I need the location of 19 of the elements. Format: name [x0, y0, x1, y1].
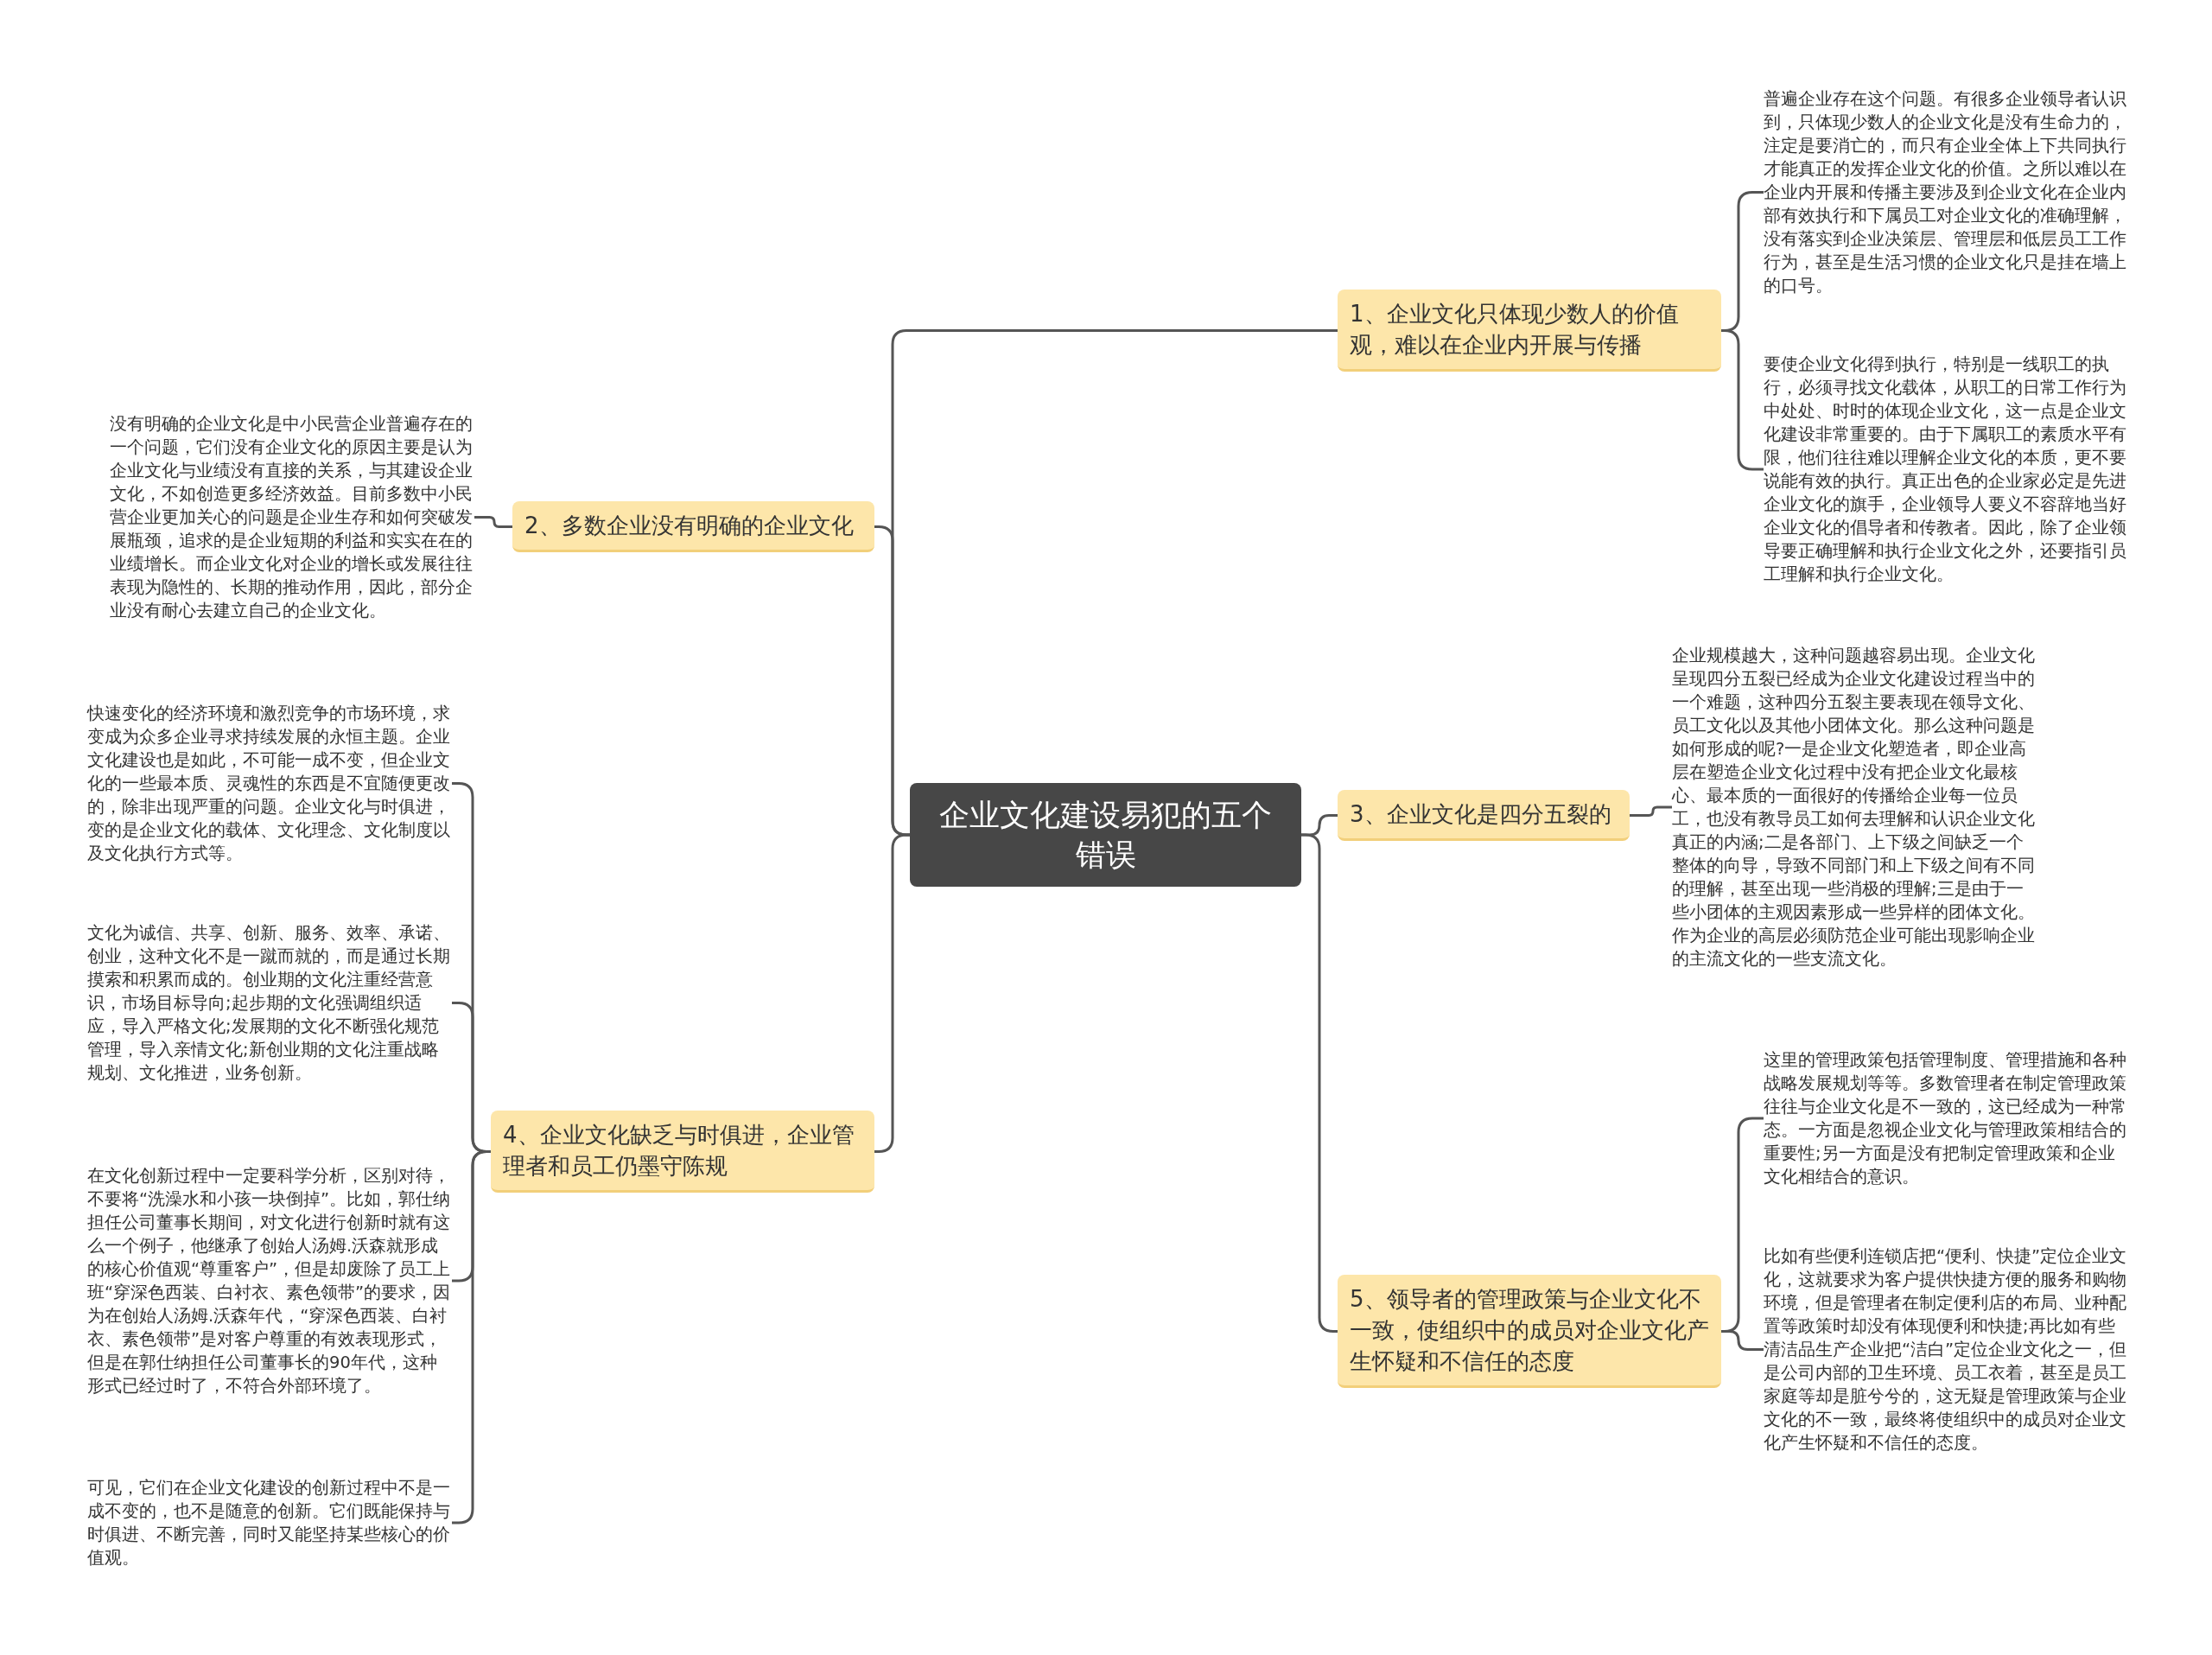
note-text: 比如有些便利连锁店把“便利、快捷”定位企业文化，这就要求为客户提供快捷方便的服务和购物环境，但是管理者在制定便利店的布局、业种配置等政策时却没有体现便利和快捷;再比如有些清洁品生产企业把“洁白”定位企业文化之一，但是公司内部的卫生环境、员工衣着，甚至是员工家庭等却是脏兮兮的，这无疑是管理政策与企业文化的不一致，最终将使组织中的成员对企业文化产生怀疑和不信任的态度。	[1764, 1244, 2127, 1454]
note-text: 文化为诚信、共享、创新、服务、效率、承诺、创业，这种文化不是一蹴而就的，而是通过长期摸索和积累而成的。创业期的文化注重经营意识，市场目标导向;起步期的文化强调组织适应，导入严格文化;发展期的文化不断强化规范管理，导入亲情文化;新创业期的文化注重战略规划、文化推进，业务创新。	[87, 921, 452, 1085]
topic-box: 2、多数企业没有明确的企业文化	[512, 501, 874, 552]
topic-box: 5、领导者的管理政策与企业文化不一致，使组织中的成员对企业文化产生怀疑和不信任的态度	[1338, 1275, 1721, 1388]
note-text: 快速变化的经济环境和激烈竞争的市场环境，求变成为众多企业寻求持续发展的永恒主题。企业文化建设也是如此，不可能一成不变，但企业文化的一些最本质、灵魂性的东西是不宜随便更改的，除非出现严重的问题。企业文化与时俱进，变的是企业文化的载体、文化理念、文化制度以及文化执行方式等。	[87, 702, 452, 865]
note-text: 可见，它们在企业文化建设的创新过程中不是一成不变的，也不是随意的创新。它们既能保持与时俱进、不断完善，同时又能坚持某些核心的价值观。	[87, 1476, 452, 1569]
topic-box: 3、企业文化是四分五裂的	[1338, 790, 1630, 841]
note-text: 在文化创新过程中一定要科学分析，区别对待，不要将“洗澡水和小孩一块倒掉”。比如，郭仕纳担任公司董事长期间，对文化进行创新时就有这么一个例子，他继承了创始人汤姆.沃森就形成的核心价值观“尊重客户”，但是却废除了员工上班“穿深色西装、白衬衣、素色领带”的要求，因为在创始人汤姆.沃森年代，“穿深色西装、白衬衣、素色领带”是对客户尊重的有效表现形式，但是在郭仕纳担任公司董事长的90年代，这种形式已经过时了，不符合外部环境了。	[87, 1164, 452, 1397]
note-text: 要使企业文化得到执行，特别是一线职工的执行，必须寻找文化载体，从职工的日常工作行为中处处、时时的体现企业文化，这一点是企业文化建设非常重要的。由于下属职工的素质水平有限，他们往往难以理解企业文化的本质，更不要说能有效的执行。真正出色的企业家必定是先进企业文化的旗手，企业领导人要义不容辞地当好企业文化的倡导者和传教者。因此，除了企业领导要正确理解和执行企业文化之外，还要指引员工理解和执行企业文化。	[1764, 353, 2127, 586]
note-text: 这里的管理政策包括管理制度、管理措施和各种战略发展规划等等。多数管理者在制定管理政策往往与企业文化是不一致的，这已经成为一种常态。一方面是忽视企业文化与管理政策相结合的重要性;另一方面是没有把制定管理政策和企业文化相结合的意识。	[1764, 1048, 2127, 1188]
connector-line	[1630, 805, 1672, 817]
central-topic-box: 企业文化建设易犯的五个错误	[910, 783, 1301, 887]
connector-line	[1721, 1330, 1764, 1351]
connector-line	[474, 516, 512, 528]
note-text: 普遍企业存在这个问题。有很多企业领导者认识到，只体现少数人的企业文化是没有生命力的，注定是要消亡的，而只有企业全体上下共同执行才能真正的发挥企业文化的价值。之所以难以在企业内开展和传播主要涉及到企业文化在企业内部有效执行和下属员工对企业文化的准确理解，没有落实到企业决策层、管理层和低层员工工作行为，甚至是生活习惯的企业文化只是挂在墙上的口号。	[1764, 87, 2127, 297]
topic-box: 4、企业文化缺乏与时俱进，企业管理者和员工仍墨守陈规	[491, 1111, 874, 1193]
topic-box: 1、企业文化只体现少数人的价值观，难以在企业内开展与传播	[1338, 290, 1721, 372]
note-text: 企业规模越大，这种问题越容易出现。企业文化呈现四分五裂已经成为企业文化建设过程当中的一个难题，这种四分五裂主要表现在领导文化、员工文化以及其他小团体文化。那么这种问题是如何形成的呢?一是企业文化塑造者，即企业高层在塑造企业文化过程中没有把企业文化最核心、最本质的一面很好的传播给企业每一位员工，也没有教导员工如何去理解和认识企业文化真正的内涵;二是各部门、上下级之间缺乏一个整体的向导，导致不同部门和上下级之间有不同的理解，甚至出现一些消极的理解;三是由于一些小团体的主观因素形成一些异样的团体文化。作为企业的高层必须防范企业可能出现影响企业的主流文化的一些支流文化。	[1672, 644, 2036, 971]
note-text: 没有明确的企业文化是中小民营企业普遍存在的一个问题，它们没有企业文化的原因主要是认为企业文化与业绩没有直接的关系，与其建设企业文化，不如创造更多经济效益。目前多数中小民营企业更加关心的问题是企业生存和如何突破发展瓶颈，追求的是企业短期的利益和实实在在的业绩增长。而企业文化对企业的增长或发展往往表现为隐性的、长期的推动作用，因此，部分企业没有耐心去建立自己的企业文化。	[110, 412, 474, 622]
